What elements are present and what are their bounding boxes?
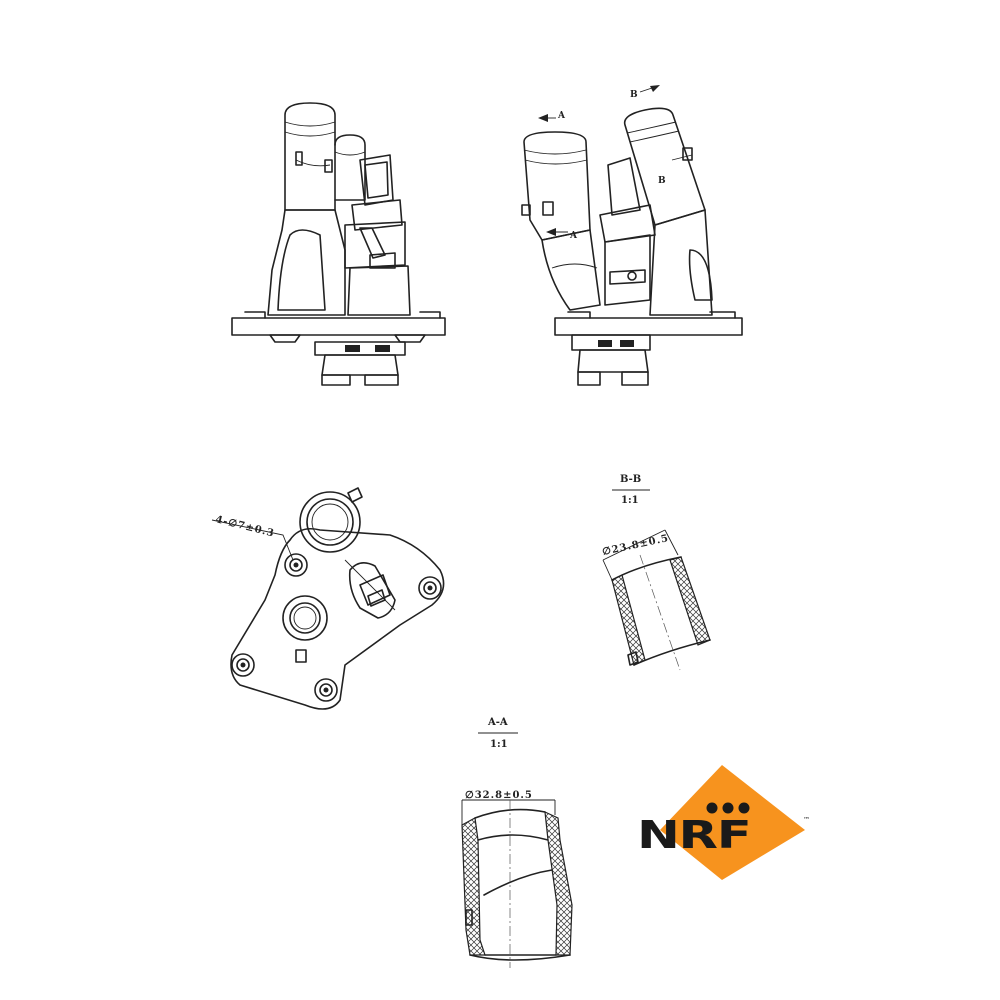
nrf-logo: NRF ™: [637, 765, 810, 880]
logo-dot-1: [706, 802, 718, 814]
logo-wordmark: NRF: [637, 813, 750, 858]
side-view: A A B B: [521, 85, 743, 386]
logo-dot-2: [722, 802, 734, 814]
bolt-hole-2: [418, 576, 442, 600]
section-b-scale: 1:1: [621, 495, 639, 506]
hole-callout: 4-∅7±0.3: [214, 514, 275, 539]
section-b-title: B-B: [620, 474, 641, 485]
logo-diamond: [660, 765, 805, 880]
bolt-hole-3: [231, 653, 255, 677]
section-a-diameter: ∅32.8±0.5: [465, 790, 533, 801]
section-a-marker: A: [557, 111, 566, 121]
section-b-marker-lower: B: [658, 176, 666, 186]
logo-dot-3: [738, 802, 750, 814]
section-b-marker: B: [630, 90, 638, 100]
plan-view: 4-∅7±0.3: [211, 487, 445, 710]
section-a-marker-lower: A: [569, 231, 578, 241]
section-b-b: B-B 1:1 ∅23.8±0.5: [601, 474, 711, 671]
section-a-title: A-A: [487, 717, 508, 728]
section-a-scale: 1:1: [490, 739, 508, 750]
bolt-hole-4: [314, 678, 338, 702]
front-view: [231, 102, 446, 386]
bolt-hole-1: [284, 553, 308, 577]
section-b-diameter: ∅23.8±0.5: [601, 533, 670, 558]
section-a-a: A-A 1:1 ∅32.8±0.5: [461, 717, 573, 968]
logo-trademark: ™: [803, 816, 810, 824]
